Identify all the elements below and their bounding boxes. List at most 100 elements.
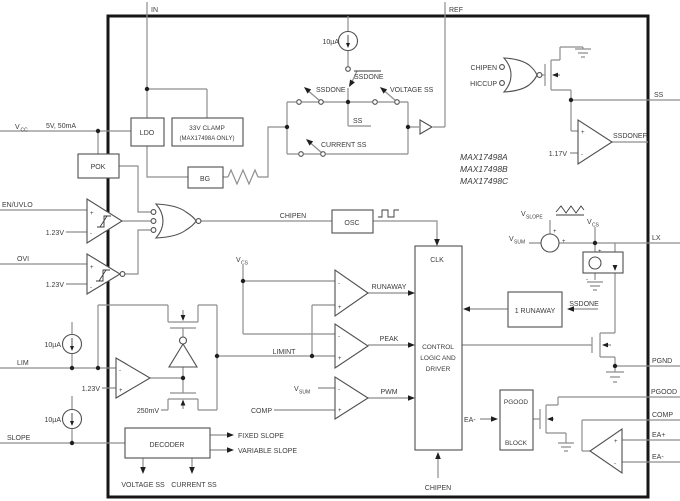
svg-text:-: - xyxy=(90,231,92,237)
vsum-summer-label: V xyxy=(509,236,514,243)
hiccup-label: HICCUP xyxy=(470,81,497,88)
current-source-slope xyxy=(61,408,83,430)
svg-text:+: + xyxy=(553,229,557,235)
ref-250mv: 250mV xyxy=(137,408,160,415)
switch-arms xyxy=(304,70,397,154)
fixed-slope-label: FIXED SLOPE xyxy=(238,433,284,440)
vcc-rating: 5V, 50mA xyxy=(46,123,76,130)
svg-text:+: + xyxy=(119,388,123,394)
pin-vcc: V xyxy=(15,124,20,131)
svg-text:+: + xyxy=(338,305,342,311)
pwm-comparator xyxy=(334,375,370,421)
polarity-glyphs: +- +- -+ -+ -+ -+ +- +- ++ +- xyxy=(90,130,618,467)
comp-input-label: COMP xyxy=(251,408,272,415)
error-amplifier xyxy=(589,427,623,475)
svg-text:+: + xyxy=(338,356,342,362)
clamp-label-1: 33V CLAMP xyxy=(189,125,225,132)
svg-text:-: - xyxy=(614,461,616,467)
svg-text:+: + xyxy=(90,265,94,271)
mirror-top-mosfet xyxy=(168,310,198,329)
ea-minus-net-label: EA- xyxy=(464,417,476,424)
clamp-label-2: (MAX17498A ONLY) xyxy=(180,136,235,142)
part-number-2: MAX17498B xyxy=(460,164,508,174)
svg-text:+: + xyxy=(581,130,585,136)
current-source-lim xyxy=(61,333,83,355)
current-value-lim: 10µA xyxy=(45,342,62,349)
inverter-bubble xyxy=(178,336,188,345)
ref-1v23-ovi: 1.23V xyxy=(46,282,65,289)
pgood-block-box xyxy=(499,389,534,451)
ss-buffer xyxy=(419,119,434,135)
current-ss-switch-label: CURRENT SS xyxy=(321,142,367,149)
nor-output-bubble xyxy=(536,72,543,78)
ssdonef-label: SSDONEF xyxy=(613,133,647,140)
vcs-label: V xyxy=(236,257,241,264)
chipen-bottom-label: CHIPEN xyxy=(425,485,451,492)
one-runaway-label: 1 RUNAWAY xyxy=(515,308,556,315)
clk-label: CLK xyxy=(430,257,444,264)
peak-comparator xyxy=(334,322,369,370)
ssdone-bar-label: SSDONE xyxy=(354,74,384,81)
pin-comp: COMP xyxy=(652,412,673,419)
limint-label: LIMINT xyxy=(273,349,297,356)
vslope-label-sub: SLOPE xyxy=(526,215,543,221)
svg-text:-: - xyxy=(90,285,92,291)
current-source-top xyxy=(337,30,359,52)
en-uvlo-comparator xyxy=(86,198,124,244)
svg-text:-: - xyxy=(338,334,340,340)
ref-1v23-en: 1.23V xyxy=(46,230,65,237)
bg-box xyxy=(187,166,224,189)
hysteresis-icon xyxy=(97,215,111,228)
ovi-output-bubble xyxy=(119,271,126,277)
pin-ovi: OVI xyxy=(17,256,29,263)
svg-text:+: + xyxy=(598,249,602,255)
current-value-top: 10µA xyxy=(323,39,340,46)
nor-input-bubble xyxy=(150,209,157,215)
pgood-mosfet xyxy=(539,405,554,433)
nor-output-bubble xyxy=(195,218,202,224)
control-label-1: CONTROL xyxy=(422,344,454,351)
voltage-ss-decoder-label: VOLTAGE SS xyxy=(121,482,165,489)
current-value-slope: 10µA xyxy=(45,417,62,424)
svg-text:+: + xyxy=(614,439,618,445)
slope-summer xyxy=(540,233,560,253)
mirror-bottom-mosfet-250mv xyxy=(168,392,198,409)
svg-text:+: + xyxy=(338,408,342,414)
nor-input-bubble xyxy=(499,64,505,70)
chipen-net-label: CHIPEN xyxy=(280,213,306,220)
ss-net-label: SS xyxy=(353,118,363,125)
svg-text:-: - xyxy=(581,152,583,158)
ic-boundary xyxy=(106,14,650,499)
pin-slope: SLOPE xyxy=(7,435,31,442)
pin-lx: LX xyxy=(652,235,661,242)
pok-box xyxy=(77,153,120,179)
part-number-3: MAX17498C xyxy=(460,176,509,186)
ref-1v17: 1.17V xyxy=(549,151,568,158)
ref-1v23-lim: 1.23V xyxy=(82,386,101,393)
chipen-nor-gate xyxy=(154,203,197,239)
control-label-2: LOGIC AND xyxy=(420,355,456,362)
decoder-label: DECODER xyxy=(149,442,184,449)
pok-label: POK xyxy=(91,164,106,171)
hysteresis-icon xyxy=(96,269,110,282)
mirror-inverter xyxy=(168,342,198,368)
vcs-right-label-sub: CS xyxy=(592,223,600,229)
svg-text:-: - xyxy=(586,277,588,283)
pgood-block-label-1: PGOOD xyxy=(504,399,529,406)
nor-input-bubble xyxy=(150,218,157,224)
one-runaway-box xyxy=(507,291,563,328)
svg-text:+: + xyxy=(562,239,566,245)
ssdone-runaway-label: SSDONE xyxy=(569,301,599,308)
pin-ref: REF xyxy=(449,7,463,14)
vsum-pwm-label: V xyxy=(294,386,299,393)
decoder-box xyxy=(124,427,211,459)
pin-vcc-sub: CC xyxy=(21,128,29,134)
pgood-block-label-2: BLOCK xyxy=(505,440,528,447)
osc-box xyxy=(331,209,374,234)
power-mosfet xyxy=(591,333,611,357)
control-label-3: DRIVER xyxy=(426,366,451,373)
pin-ea-minus: EA- xyxy=(652,454,664,461)
ldo-label: LDO xyxy=(140,130,155,137)
current-sense-element xyxy=(588,256,602,270)
